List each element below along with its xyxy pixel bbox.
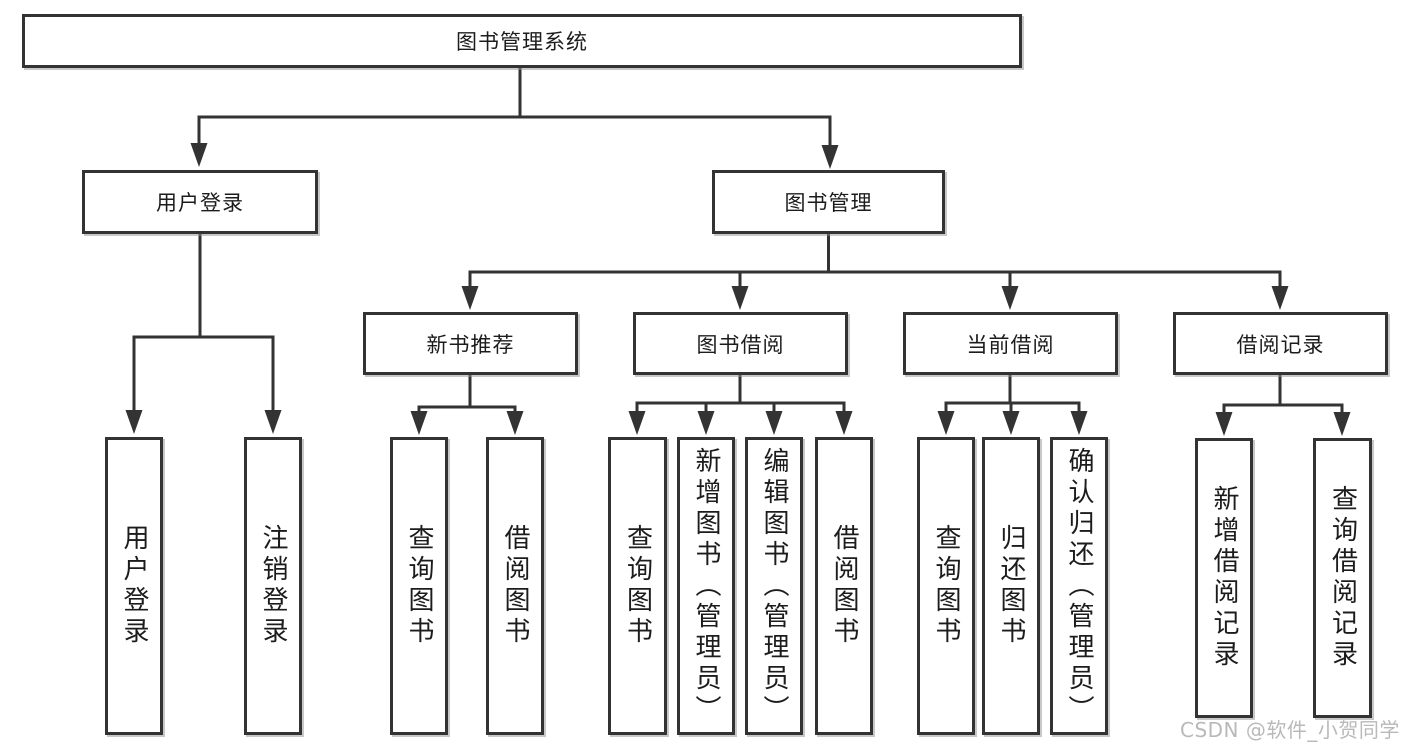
- leaf-label: 归还图书: [996, 524, 1026, 648]
- node-library-system-root: 图书管理系统: [22, 14, 1022, 68]
- connector-root: [190, 68, 839, 169]
- leaf-query-borrow-record: 查询借阅记录: [1313, 438, 1372, 718]
- connector-borrow-records: [1215, 375, 1351, 436]
- node-label: 图书借阅: [696, 332, 785, 357]
- leaf-label: 注销登录: [258, 524, 288, 648]
- leaf-label: 确认归还（管理员）: [1064, 446, 1094, 726]
- node-label: 用户登录: [156, 191, 244, 215]
- leaf-label: 借阅图书: [500, 524, 530, 648]
- leaf-query-books-current: 查询图书: [917, 437, 975, 735]
- csdn-watermark: CSDN @软件_小贺同学: [1180, 718, 1400, 742]
- leaf-label: 查询借阅记录: [1327, 485, 1358, 671]
- leaf-label: 查询图书: [622, 524, 653, 648]
- leaf-label: 查询图书: [404, 524, 434, 648]
- leaf-label: 编辑图书（管理员）: [759, 446, 789, 726]
- leaf-return-book: 归还图书: [982, 437, 1040, 735]
- arrowhead: [1001, 286, 1019, 310]
- arrowhead: [264, 410, 282, 434]
- leaf-logout: 注销登录: [244, 437, 302, 735]
- arrowhead: [835, 411, 853, 435]
- leaf-label: 用户登录: [119, 524, 149, 648]
- node-label: 新书推荐: [426, 332, 515, 357]
- arrowhead: [1333, 412, 1351, 436]
- arrowhead: [765, 411, 783, 435]
- connector-book-management-branch: [461, 234, 1289, 310]
- leaf-label: 新增借阅记录: [1209, 485, 1239, 671]
- arrowhead: [1271, 286, 1289, 310]
- node-label: 图书管理系统: [456, 30, 588, 54]
- arrowhead: [628, 411, 646, 435]
- connector-new-book-recommend: [410, 375, 524, 435]
- arrowhead: [697, 411, 715, 435]
- node-book-borrow: 图书借阅: [633, 312, 848, 375]
- node-book-management-branch: 图书管理: [712, 170, 945, 234]
- arrowhead: [937, 411, 955, 435]
- node-label: 当前借阅: [966, 332, 1055, 357]
- arrowhead: [731, 286, 749, 310]
- leaf-query-books-borrow: 查询图书: [608, 437, 667, 735]
- arrowhead: [1002, 411, 1020, 435]
- leaf-borrow-books-module: 借阅图书: [815, 437, 873, 735]
- arrowhead: [506, 411, 524, 435]
- arrowhead: [461, 286, 479, 310]
- leaf-label: 新增图书（管理员）: [691, 446, 721, 726]
- leaf-query-books-recommend: 查询图书: [390, 437, 448, 735]
- node-current-borrow: 当前借阅: [903, 312, 1118, 375]
- node-label: 图书管理: [784, 191, 873, 215]
- leaf-label: 借阅图书: [829, 524, 859, 648]
- leaf-borrow-books-recommend: 借阅图书: [486, 437, 544, 735]
- arrowhead: [410, 411, 428, 435]
- arrowhead: [821, 145, 839, 169]
- leaf-label: 查询图书: [931, 524, 961, 648]
- node-borrow-records: 借阅记录: [1173, 312, 1388, 375]
- arrowhead: [1215, 412, 1233, 436]
- arrowhead: [190, 143, 208, 167]
- arrowhead: [125, 410, 143, 434]
- connector-user-login-branch: [125, 234, 282, 434]
- node-user-login-branch: 用户登录: [82, 170, 318, 234]
- connector-current-borrow: [937, 375, 1088, 435]
- leaf-add-book-admin: 新增图书（管理员）: [677, 437, 735, 735]
- leaf-add-borrow-record: 新增借阅记录: [1195, 438, 1253, 718]
- node-label: 借阅记录: [1236, 332, 1325, 357]
- leaf-confirm-return-admin: 确认归还（管理员）: [1050, 437, 1108, 735]
- leaf-edit-book-admin: 编辑图书（管理员）: [745, 437, 803, 735]
- node-new-book-recommend: 新书推荐: [363, 312, 578, 375]
- arrowhead: [1070, 411, 1088, 435]
- connector-book-borrow: [628, 375, 853, 435]
- leaf-user-login: 用户登录: [105, 437, 163, 735]
